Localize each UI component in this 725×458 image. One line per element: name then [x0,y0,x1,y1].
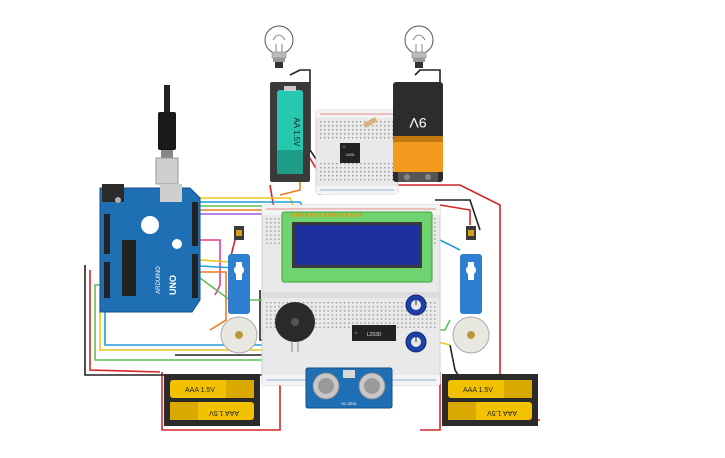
aaa-left-top-label: AAA 1.5V [185,387,215,394]
piezo-buzzer [275,302,315,352]
aa-battery-holder: AA 1.5V [270,82,310,182]
servo-left [220,226,258,354]
aaa-left-bottom-label: AAA 1.5V [209,409,239,416]
light-bulb-left [264,25,294,68]
lcd-pins [292,213,362,217]
ic-bottom-label: LM35 [346,153,355,157]
resistor [363,117,377,128]
potentiometer-top [405,294,427,316]
aaa-right-top-label: AAA 1.5V [463,387,493,394]
small-ic: LM35 [340,143,360,163]
motor-driver-ic: L293D [352,325,396,341]
light-bulb-right [404,25,434,68]
lcd-display [281,211,433,283]
aaa-battery-pack-right: AAA 1.5V AAA 1.5V [442,374,538,426]
ultrasonic-sensor: HC-SR04 [305,367,393,409]
aaa-battery-pack-left: AAA 1.5V AAA 1.5V [164,374,260,426]
aa-battery-label: AA 1.5V [292,118,301,148]
usb-cable [155,85,179,185]
arduino-uno: ARDUINO UNO [99,184,201,313]
arduino-brand-label: ARDUINO [156,266,162,294]
battery-9v: 9V [393,82,443,182]
arduino-model-label: UNO [168,275,178,295]
servo-right [452,226,490,354]
aaa-right-bottom-label: AAA 1.5V [487,409,517,416]
ic-top-label: L293D [367,332,382,338]
potentiometer-bottom [405,331,427,353]
ultrasonic-label: HC-SR04 [342,402,357,406]
battery-9v-label: 9V [409,115,427,131]
